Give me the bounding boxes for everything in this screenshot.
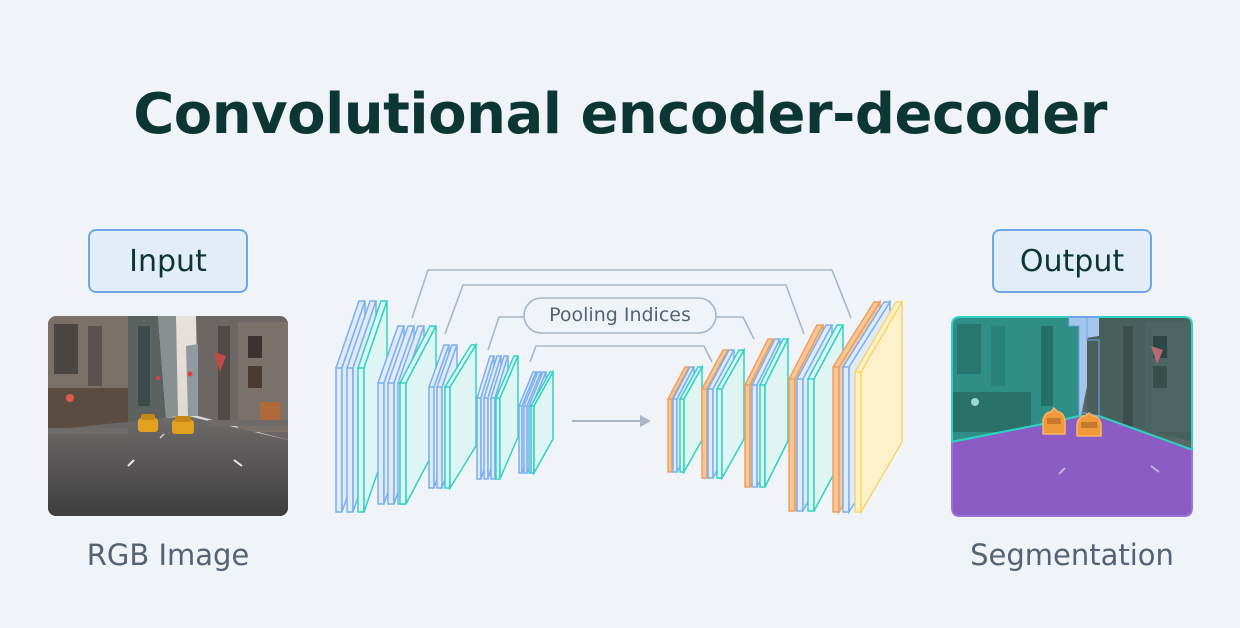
encoder-stage-2 — [427, 342, 478, 491]
decoder-stage-3 — [743, 338, 790, 488]
page-title: Convolutional encoder-decoder — [133, 82, 1107, 147]
encoder-stage-3 — [475, 355, 520, 480]
decoder-stage-5 — [831, 299, 904, 515]
skip-connector-2 — [444, 284, 805, 335]
output-tag: Output — [992, 229, 1152, 293]
skip-connector-3 — [487, 316, 524, 351]
input-tag: Input — [88, 229, 248, 293]
encoder-stage-4 — [517, 369, 555, 476]
skip-connector-1 — [411, 269, 852, 319]
bottleneck-arrow-icon — [572, 415, 651, 427]
pooling-indices-label-pill: Pooling Indices — [523, 297, 717, 334]
output-caption: Segmentation — [970, 538, 1174, 572]
decoder-stage-2 — [700, 347, 746, 481]
output-tag-label: Output — [1019, 243, 1125, 279]
input-image — [48, 316, 288, 516]
pooling-indices-label: Pooling Indices — [549, 304, 691, 326]
input-caption: RGB Image — [86, 538, 250, 572]
output-segmentation-image — [951, 316, 1193, 517]
skip-connector-3b — [716, 316, 755, 340]
skip-connections — [411, 269, 852, 363]
input-tag-label: Input — [129, 243, 207, 279]
decoder-stage-1 — [666, 364, 704, 475]
skip-connector-4 — [529, 345, 713, 363]
